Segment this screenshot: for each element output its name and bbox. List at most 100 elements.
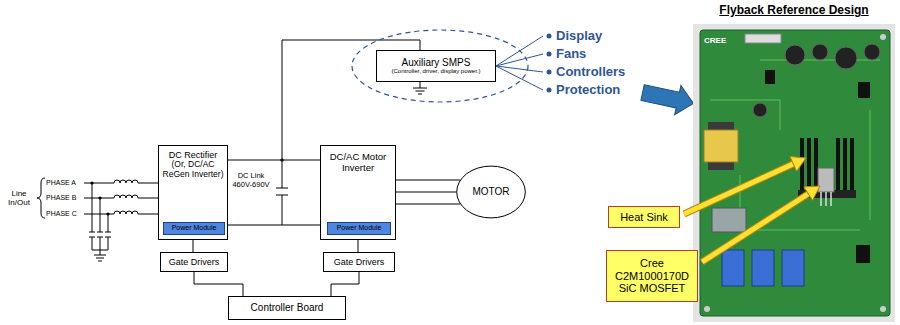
- load-item: Display: [556, 28, 602, 44]
- capacitors: [753, 44, 880, 117]
- callout-arrow-head: [790, 157, 806, 172]
- regulator: [856, 245, 870, 263]
- node-text: DC Rectifier: [169, 150, 218, 160]
- wire: [396, 192, 456, 193]
- capacitor: [864, 44, 880, 60]
- capacitor: [812, 44, 828, 60]
- node-text: (Controller, driver, display power.): [391, 68, 480, 75]
- callout-arrow-shaft: [702, 194, 808, 262]
- phase-label: PHASE A: [46, 178, 76, 187]
- converter-box: DC/AC Motor InverterPower Module: [320, 145, 396, 240]
- load-item: Protection: [556, 82, 620, 98]
- big-arrow: [639, 78, 696, 118]
- pcb-photo: [693, 24, 895, 322]
- junction-dot: [98, 196, 101, 199]
- capacitor: [835, 47, 857, 69]
- motor-wires: [396, 180, 460, 204]
- brace: [37, 178, 45, 218]
- wire: [228, 160, 320, 161]
- callout-arrow-outline: [684, 164, 793, 214]
- ground-symbol: [413, 82, 427, 94]
- motor-circle: MOTOR: [456, 165, 526, 219]
- capacitor: [785, 45, 805, 65]
- phase-wire: [84, 195, 158, 198]
- node-text: (Or, DC/AC ReGen Inverter): [162, 160, 224, 180]
- heat-sink-fin: [843, 138, 847, 194]
- fan-out-lines: [496, 36, 543, 90]
- junction-dot: [106, 212, 109, 215]
- voltage-label: DC Link 460V-690V: [229, 171, 273, 189]
- wire: [331, 272, 359, 296]
- phase-label: PHASE B: [46, 193, 76, 202]
- bullet: [547, 52, 552, 57]
- phase-wires: [84, 180, 158, 261]
- bullet: [547, 88, 552, 93]
- load-item: Fans: [556, 46, 586, 62]
- motor-wire: [396, 204, 460, 205]
- converter-box: DC Rectifier(Or, DC/AC ReGen Inverter) Po…: [158, 145, 228, 240]
- transformer: [704, 122, 738, 170]
- mosfet-body: [818, 168, 834, 192]
- node-text: Heat Sink: [620, 211, 668, 224]
- relay: [722, 250, 744, 286]
- node-text: MOTOR: [472, 186, 509, 198]
- component: [712, 208, 746, 232]
- regulator: [765, 70, 775, 84]
- mosfet-legs: [821, 192, 831, 206]
- big-arrow: [639, 78, 696, 118]
- leader-line: [496, 54, 543, 66]
- driver-box: Gate Drivers: [323, 252, 395, 272]
- node-text: DC/AC Motor Inverter: [324, 152, 392, 174]
- phase-label: PHASE C: [46, 209, 77, 218]
- node-text: Gate Drivers: [334, 257, 385, 267]
- filter-capacitor: [97, 198, 103, 250]
- photo-ground: [693, 24, 895, 322]
- connector: [745, 34, 781, 43]
- node-text: Power Module: [337, 224, 382, 232]
- phase-wire: [84, 211, 158, 214]
- transformer-winding: [704, 130, 738, 162]
- mounting-hole: [704, 306, 710, 312]
- port-label: Line In/Out: [3, 189, 35, 207]
- power-module-box: Power Module: [327, 222, 391, 235]
- node-text: Gate Drivers: [169, 257, 220, 267]
- node-text: Cree C2M1000170D SiC MOSFET: [611, 257, 693, 295]
- wire: [194, 272, 243, 296]
- bullets: [547, 34, 552, 93]
- node-text: Power Module: [172, 224, 217, 232]
- callout-arrow-shaft: [684, 164, 793, 214]
- junction-dot: [90, 181, 93, 184]
- leader-line: [496, 66, 543, 90]
- dc-link-capacitor: [276, 160, 288, 225]
- smps-box: Auxiliary SMPS(Controller, driver, displ…: [376, 50, 496, 82]
- heat-sink-fin: [814, 138, 818, 194]
- ground-symbol: [92, 250, 108, 261]
- node-text: Auxiliary SMPS: [402, 57, 471, 69]
- driver-box: Gate Drivers: [160, 252, 228, 272]
- pcb-board: [700, 30, 890, 316]
- controller-box: Controller Board: [228, 296, 346, 320]
- phase-wire: [84, 180, 158, 183]
- callout-arrow: [702, 186, 820, 262]
- heat-sink-fin: [836, 138, 840, 194]
- heat-sink-fin: [807, 138, 811, 194]
- capacitor: [753, 103, 767, 117]
- power-module-box: Power Module: [163, 222, 225, 235]
- node-text: Controller Board: [251, 302, 324, 314]
- dashed-ellipse: [352, 30, 528, 102]
- callout-box: Cree C2M1000170D SiC MOSFET: [606, 250, 698, 302]
- callout-box: Heat Sink: [608, 206, 680, 228]
- filter-capacitor: [89, 183, 95, 250]
- relay: [752, 250, 774, 286]
- bullet: [547, 34, 552, 39]
- mounting-hole: [880, 306, 886, 312]
- pcb-trace: [869, 110, 871, 220]
- mounting-hole: [880, 34, 886, 40]
- callout-arrow-head: [804, 186, 820, 200]
- regulator: [858, 82, 870, 98]
- motor-wire: [396, 180, 460, 181]
- dc-rail: [228, 225, 320, 226]
- bullet: [547, 70, 552, 75]
